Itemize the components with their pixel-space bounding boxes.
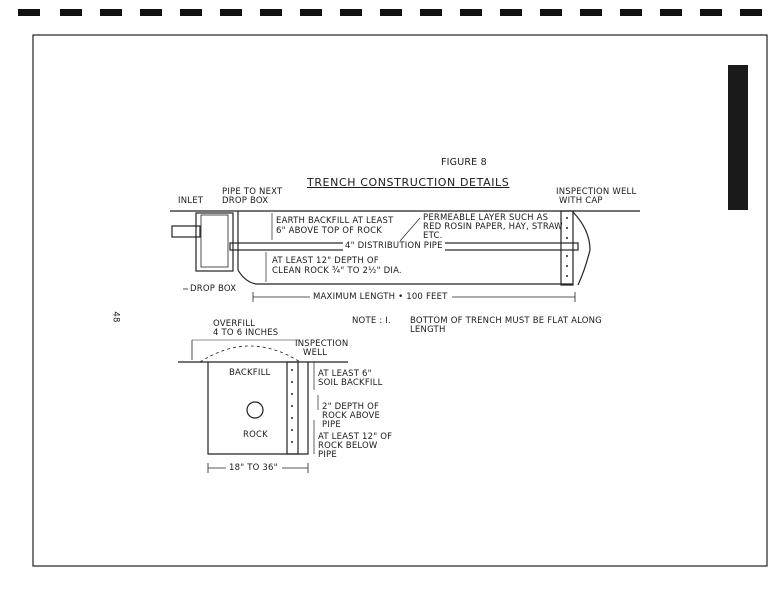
well-dots-cross bbox=[291, 369, 293, 443]
drop-box-label: DROP BOX bbox=[190, 284, 237, 294]
rock-above-label-3: PIPE bbox=[322, 420, 341, 430]
distribution-pipe-label: 4" DISTRIBUTION PIPE bbox=[343, 241, 445, 251]
earth-backfill-label-1: EARTH BACKFILL AT LEAST bbox=[276, 216, 394, 226]
soil-backfill-label-1: AT LEAST 6" bbox=[318, 369, 372, 379]
inspection-well-label-1: INSPECTION WELL bbox=[556, 187, 637, 197]
rock-above-label-1: 2" DEPTH OF bbox=[322, 402, 380, 412]
well-dots bbox=[566, 217, 568, 277]
cs-inspection-label-1: INSPECTION bbox=[295, 339, 349, 349]
rock-above-label-2: ROCK ABOVE bbox=[322, 411, 381, 421]
permeable-layer-label-2: RED ROSIN PAPER, HAY, STRAW bbox=[423, 222, 563, 232]
page-border bbox=[32, 34, 768, 567]
inlet-label: INLET bbox=[178, 196, 204, 206]
rock-label: ROCK bbox=[243, 430, 268, 440]
rock-below-label-3: PIPE bbox=[318, 450, 337, 460]
overfill-label-2: 4 TO 6 INCHES bbox=[213, 328, 279, 338]
figure-label: FIGURE 8 bbox=[441, 157, 487, 168]
clean-rock-label-1: AT LEAST 12" DEPTH OF bbox=[272, 256, 379, 266]
backfill-label: BACKFILL bbox=[229, 368, 271, 378]
soil-backfill-label-2: SOIL BACKFILL bbox=[318, 378, 383, 388]
rock-below-label-2: ROCK BELOW bbox=[318, 441, 378, 451]
cs-inspection-label-2: WELL bbox=[303, 348, 328, 358]
pipe-to-next-label-1: PIPE TO NEXT bbox=[222, 187, 283, 197]
permeable-layer-label-1: PERMEABLE LAYER SUCH AS bbox=[423, 213, 549, 223]
scan-edge-marks bbox=[18, 9, 762, 16]
rock-below-label-1: AT LEAST 12" OF bbox=[318, 432, 393, 442]
clean-rock-label-2: CLEAN ROCK ¾" TO 2½" DIA. bbox=[272, 266, 402, 276]
permeable-layer-label-3: ETC. bbox=[423, 231, 443, 241]
edge-tab bbox=[728, 65, 748, 210]
figure-title: TRENCH CONSTRUCTION DETAILS bbox=[307, 176, 510, 189]
note-label: NOTE : I. bbox=[352, 316, 391, 326]
page-number: 48 bbox=[110, 311, 121, 323]
longitudinal-section bbox=[170, 210, 640, 302]
overfill-label-1: OVERFILL bbox=[213, 319, 256, 329]
width-label: 18" TO 36" bbox=[229, 463, 278, 473]
max-length-label: MAXIMUM LENGTH • 100 FEET bbox=[313, 292, 448, 302]
note-text-1: BOTTOM OF TRENCH MUST BE FLAT ALONG bbox=[410, 316, 602, 326]
earth-backfill-label-2: 6" ABOVE TOP OF ROCK bbox=[276, 226, 383, 236]
pipe-to-next-label-2: DROP BOX bbox=[222, 196, 269, 206]
note-text-2: LENGTH bbox=[410, 325, 446, 335]
inspection-well-label-2: WITH CAP bbox=[559, 196, 603, 206]
cross-section bbox=[178, 339, 348, 473]
